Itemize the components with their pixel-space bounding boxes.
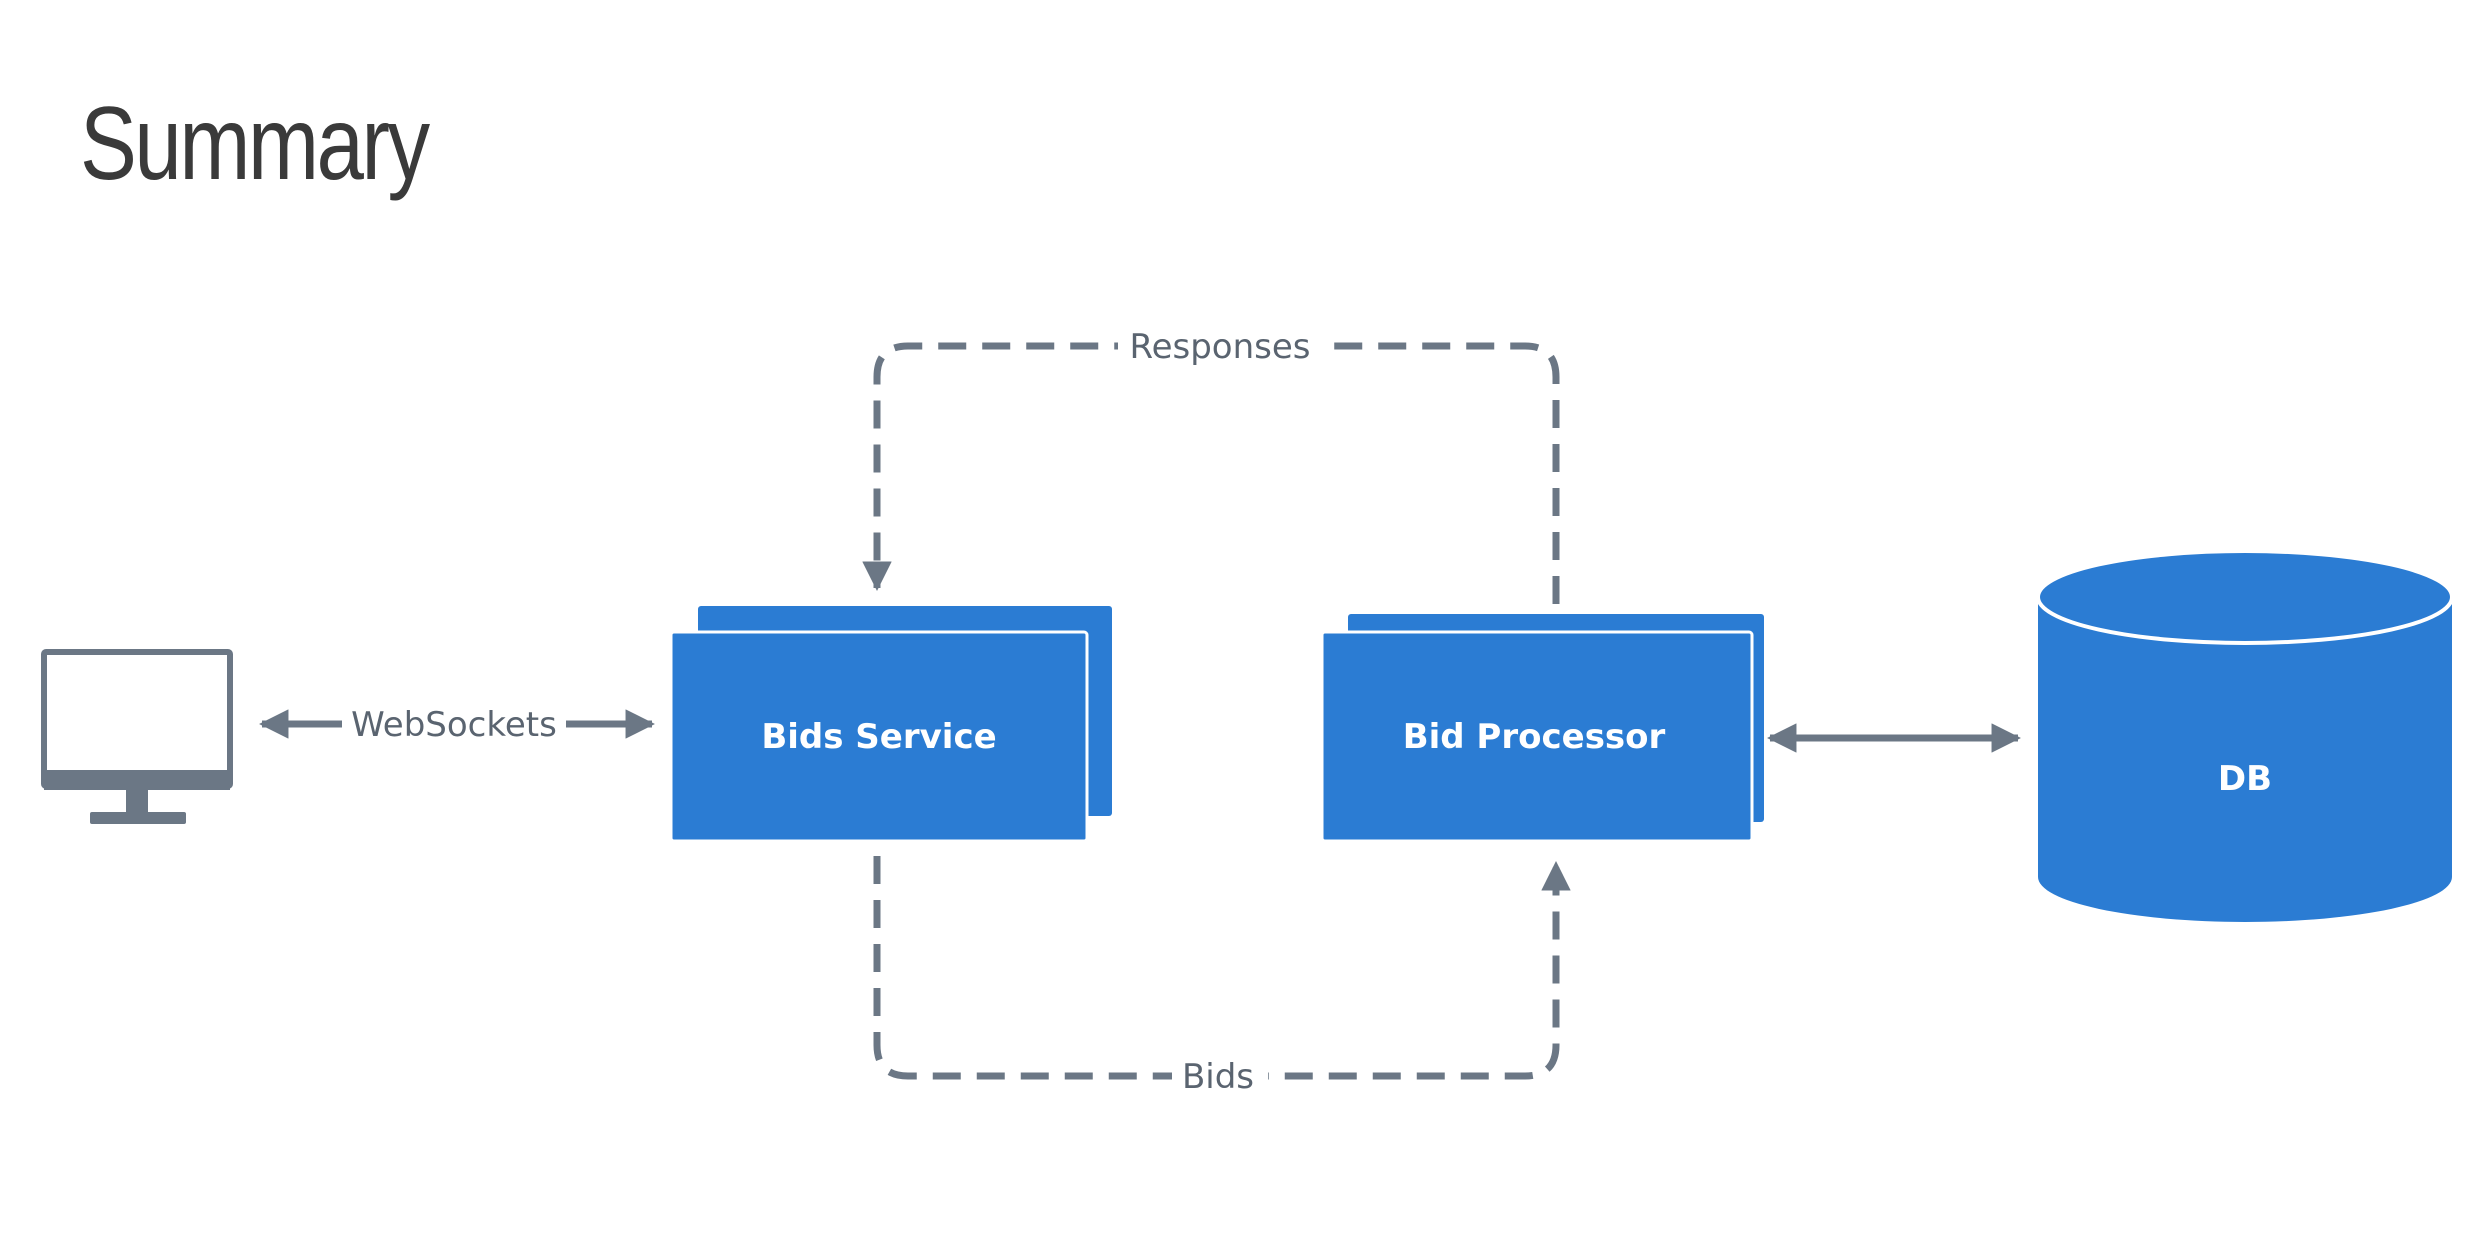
responses-connector: [862, 342, 1560, 604]
websockets-label: WebSockets: [351, 705, 557, 745]
responses-label: Responses: [1129, 327, 1310, 367]
monitor-icon: [41, 649, 233, 824]
bids-label: Bids: [1182, 1057, 1254, 1097]
slide-title: Summary: [80, 86, 430, 202]
bids-connector: [873, 856, 1571, 1080]
db-label: DB: [2218, 759, 2272, 799]
bids-service-label: Bids Service: [761, 717, 996, 757]
db-cylinder: [2036, 549, 2454, 922]
bid-processor-label: Bid Processor: [1403, 717, 1666, 757]
bid-processor-node: [1320, 614, 1764, 843]
bids-service-node: [669, 606, 1112, 843]
